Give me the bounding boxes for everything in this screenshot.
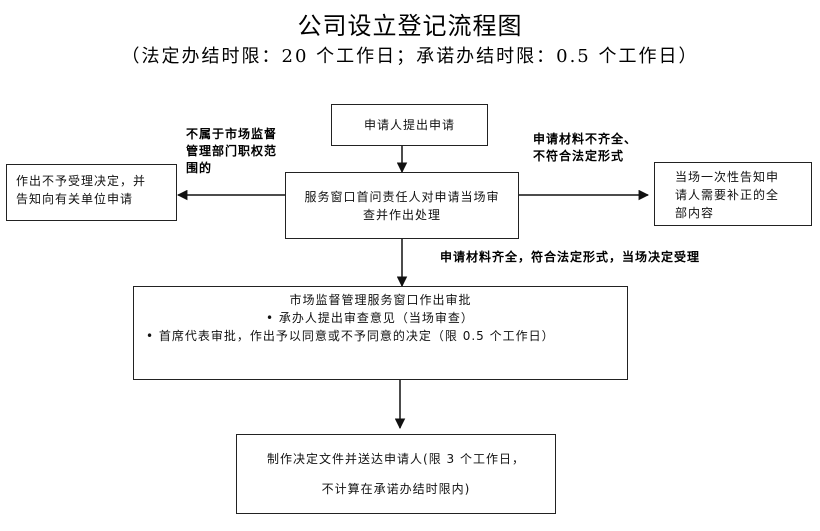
node-reject: 作出不予受理决定，并 告知向有关单位申请 (6, 164, 177, 221)
node-deliver-line: 制作决定文件并送达申请人(限 3 个工作日， (267, 452, 525, 466)
edge-label-complete: 申请材料齐全，符合法定形式，当场决定受理 (440, 250, 701, 264)
node-window-line: 查并作出处理 (362, 207, 441, 222)
node-approval-heading: 市场监督管理服务窗口作出审批 (289, 293, 472, 307)
edge-label-line: 不属于市场监督 (186, 127, 278, 141)
node-deliver: 制作决定文件并送达申请人(限 3 个工作日， 不计算在承诺办结时限内) (236, 434, 556, 514)
edge-label-line: 围的 (186, 161, 213, 175)
node-supplement-line: 请人需要补正的全 (675, 188, 780, 202)
page-subtitle: （法定办结时限：20 个工作日；承诺办结时限：0.5 个工作日） (121, 46, 699, 67)
node-window-review: 服务窗口首问责任人对申请当场审 查并作出处理 (285, 172, 519, 239)
node-supplement: 当场一次性告知申 请人需要补正的全 部内容 (654, 162, 812, 226)
node-supplement-line: 部内容 (675, 206, 715, 220)
node-apply: 申请人提出申请 (331, 104, 488, 146)
node-window-line: 服务窗口首问责任人对申请当场审 (304, 189, 500, 204)
node-approval: 市场监督管理服务窗口作出审批 • 承办人提出审查意见（当场审查） • 首席代表审… (133, 286, 628, 380)
node-apply-text: 申请人提出申请 (363, 118, 455, 132)
node-approval-item: • 承办人提出审查意见（当场审查） (266, 311, 474, 325)
node-deliver-line: 不计算在承诺办结时限内) (321, 482, 471, 496)
edge-label-line: 管理部门职权范 (186, 144, 278, 158)
edge-label-line: 不符合法定形式 (533, 149, 625, 163)
node-reject-line: 告知向有关单位申请 (16, 192, 134, 206)
node-supplement-line: 当场一次性告知申 (675, 170, 780, 184)
page-title: 公司设立登记流程图 (297, 12, 523, 40)
node-reject-line: 作出不予受理决定，并 (16, 174, 147, 188)
edge-label-line: 申请材料不齐全、 (533, 132, 638, 146)
edge-label-incomplete: 申请材料不齐全、 不符合法定形式 (533, 131, 673, 165)
edge-label-not-scope: 不属于市场监督 管理部门职权范 围的 (186, 126, 306, 177)
node-approval-item: • 首席代表审批，作出予以同意或不予同意的决定（限 0.5 个工作日） (146, 329, 555, 343)
